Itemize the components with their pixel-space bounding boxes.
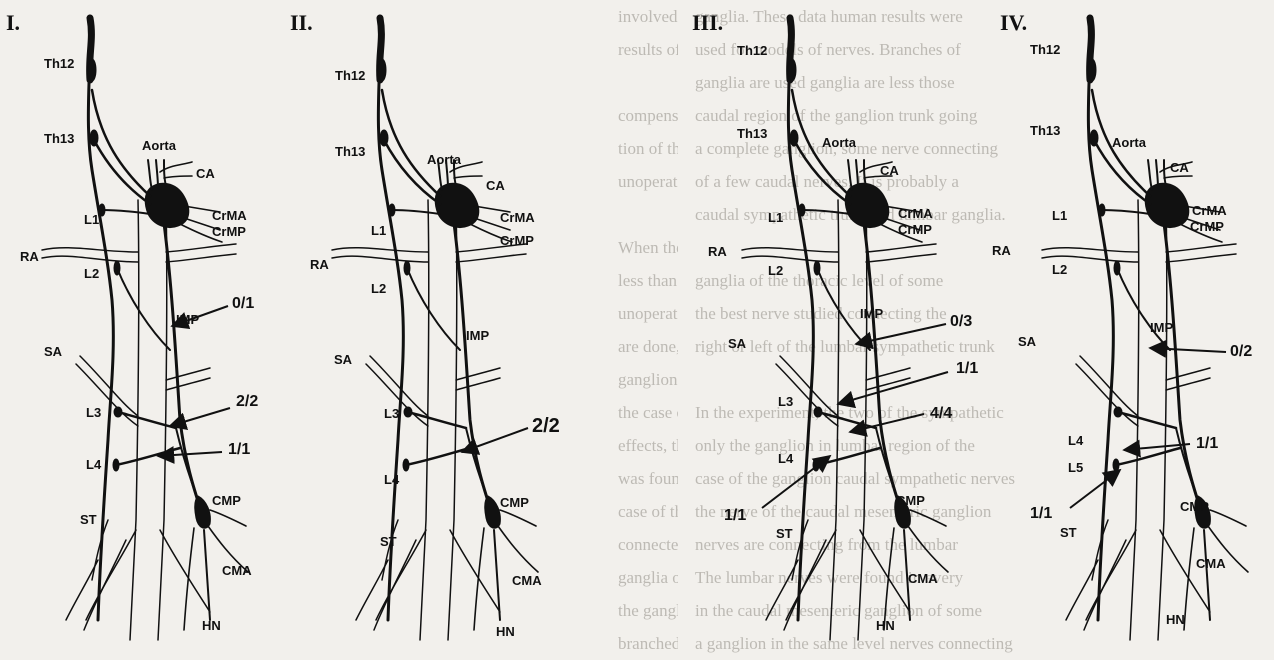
ratio-label: 0/1 — [232, 295, 254, 312]
label-ra: RA — [708, 244, 727, 259]
label-crma: CrMA — [1192, 203, 1227, 218]
pointer-arrows — [762, 324, 948, 508]
label-cmp: CMP — [1180, 499, 1209, 514]
label-st: ST — [776, 526, 793, 541]
label-hn: HN — [1166, 612, 1185, 627]
label-aorta: Aorta — [822, 135, 857, 150]
label-sa: SA — [334, 352, 353, 367]
label-l3: L3 — [384, 406, 399, 421]
label-cma: CMA — [512, 573, 542, 588]
ratio-label: 0/3 — [950, 313, 972, 330]
panel-numeral: I. — [6, 10, 20, 35]
label-ca: CA — [1170, 160, 1189, 175]
label-ra: RA — [992, 243, 1011, 258]
label-th12: Th12 — [737, 43, 767, 58]
label-l3: L3 — [86, 405, 101, 420]
label-l1: L1 — [1052, 208, 1067, 223]
label-crmp: CrMP — [898, 222, 932, 237]
label-imp: IMP — [860, 306, 883, 321]
label-th13: Th13 — [1030, 123, 1060, 138]
label-cmp: CMP — [896, 493, 925, 508]
panel-3 — [742, 18, 948, 640]
ratio-label: 4/4 — [930, 405, 952, 422]
label-crmp: CrMP — [1190, 219, 1224, 234]
label-l2: L2 — [371, 281, 386, 296]
label-st: ST — [1060, 525, 1077, 540]
label-hn: HN — [876, 618, 895, 633]
ratio-label: 1/1 — [724, 507, 746, 524]
label-ca: CA — [486, 178, 505, 193]
label-l4: L4 — [778, 451, 794, 466]
pointer-arrows — [1070, 348, 1226, 508]
label-th13: Th13 — [335, 144, 365, 159]
label-cma: CMA — [1196, 556, 1226, 571]
label-st: ST — [80, 512, 97, 527]
label-ra: RA — [20, 249, 39, 264]
panel-numeral: II. — [290, 10, 313, 35]
ratio-label: 1/1 — [1196, 435, 1218, 452]
label-aorta: Aorta — [142, 138, 177, 153]
ratio-label: 1/1 — [1030, 505, 1052, 522]
panel-2 — [332, 18, 538, 640]
label-th13: Th13 — [737, 126, 767, 141]
label-th12: Th12 — [335, 68, 365, 83]
label-cmp: CMP — [212, 493, 241, 508]
label-cma: CMA — [908, 571, 938, 586]
label-l2: L2 — [1052, 262, 1067, 277]
ratio-label: 1/1 — [228, 441, 250, 458]
label-l3: L3 — [778, 394, 793, 409]
ratio-label: 2/2 — [236, 393, 258, 410]
label-ca: CA — [880, 163, 899, 178]
label-sa: SA — [728, 336, 747, 351]
ratio-label: 1/1 — [956, 360, 978, 377]
label-cma: CMA — [222, 563, 252, 578]
label-hn: HN — [202, 618, 221, 633]
label-crma: CrMA — [898, 206, 933, 221]
label-l1: L1 — [768, 210, 783, 225]
panel-numeral: III. — [692, 10, 723, 35]
label-l4: L4 — [1068, 433, 1084, 448]
label-l1: L1 — [371, 223, 386, 238]
label-l4: L4 — [384, 472, 400, 487]
label-l5: L5 — [1068, 460, 1083, 475]
label-th12: Th12 — [1030, 42, 1060, 57]
panel-4 — [1042, 18, 1248, 640]
label-cmp: CMP — [500, 495, 529, 510]
label-hn: HN — [496, 624, 515, 639]
label-aorta: Aorta — [1112, 135, 1147, 150]
label-st: ST — [380, 534, 397, 549]
label-l1: L1 — [84, 212, 99, 227]
label-imp: IMP — [1150, 320, 1173, 335]
label-th13: Th13 — [44, 131, 74, 146]
label-sa: SA — [44, 344, 63, 359]
label-sa: SA — [1018, 334, 1037, 349]
ganglia-diagram: I. Th12 Th13 Aorta CA CrMA CrMP L1 RA L2… — [0, 0, 1274, 643]
panel-numeral: IV. — [1000, 10, 1027, 35]
label-crmp: CrMP — [500, 233, 534, 248]
label-l2: L2 — [768, 263, 783, 278]
label-l2: L2 — [84, 266, 99, 281]
label-aorta: Aorta — [427, 152, 462, 167]
ratio-label: 2/2 — [532, 415, 560, 437]
label-th12: Th12 — [44, 56, 74, 71]
panel-1 — [42, 18, 248, 640]
label-ra: RA — [310, 257, 329, 272]
label-imp: IMP — [466, 328, 489, 343]
label-crmp: CrMP — [212, 224, 246, 239]
label-ca: CA — [196, 166, 215, 181]
label-l4: L4 — [86, 457, 102, 472]
pointer-arrows — [158, 306, 230, 456]
label-crma: CrMA — [212, 208, 247, 223]
label-crma: CrMA — [500, 210, 535, 225]
ratio-label: 0/2 — [1230, 343, 1252, 360]
